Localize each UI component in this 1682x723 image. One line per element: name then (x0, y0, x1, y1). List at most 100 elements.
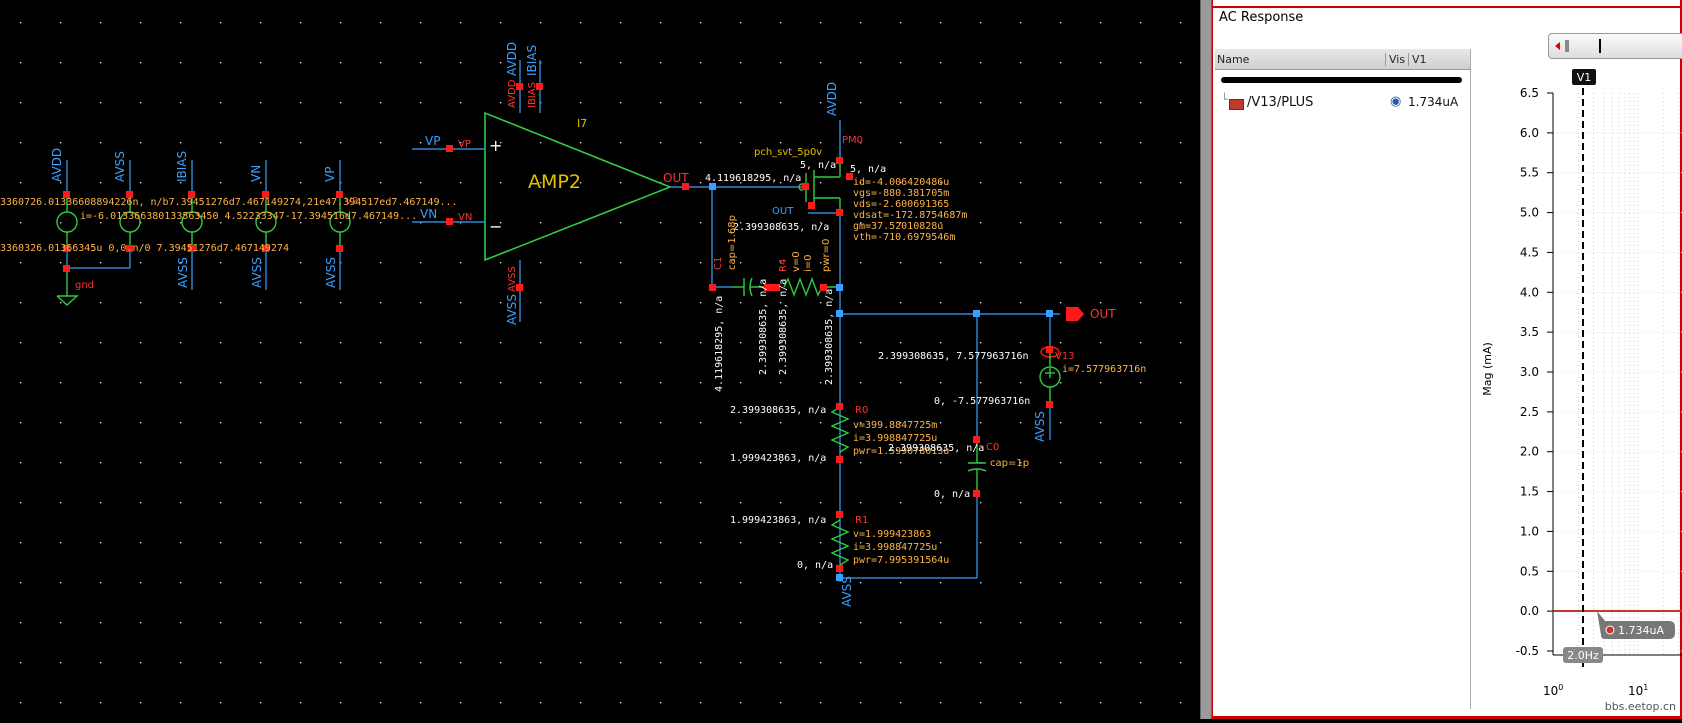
grid-dot (20, 102, 22, 104)
grid-dot (260, 142, 262, 144)
grid-dot (140, 142, 142, 144)
vlabel-1: 4.119618295, n/a (714, 296, 725, 392)
svg-text:100: 100 (1543, 683, 1563, 698)
grid-dot (620, 502, 622, 504)
grid-dot (940, 702, 942, 704)
grid-dot (260, 222, 262, 224)
marker-scroll-control[interactable] (1548, 33, 1682, 59)
grid-dot (1100, 22, 1102, 24)
pane-splitter[interactable] (1200, 0, 1212, 719)
grid-dot (180, 142, 182, 144)
left-bottom-avss-2: AVSS (250, 257, 264, 288)
grid-dot (820, 222, 822, 224)
grid-dot (580, 622, 582, 624)
grid-dot (820, 22, 822, 24)
col-name-header[interactable]: Name (1217, 53, 1250, 66)
grid-dot (820, 542, 822, 544)
grid-dot (700, 302, 702, 304)
grid-dot (740, 182, 742, 184)
grid-dot (180, 182, 182, 184)
signal-color-swatch[interactable] (1229, 99, 1244, 110)
resistor-r0[interactable] (830, 406, 850, 453)
grid-dot (100, 102, 102, 104)
waveform-panel[interactable]: AC Response Name Vis V1 └ /V13/PLUS ◉ 1.… (1212, 0, 1682, 719)
y-tick-label: 2.5 (1520, 405, 1539, 419)
signal-table-header: Name Vis V1 (1215, 49, 1470, 70)
grid-dot (420, 542, 422, 544)
grid-dot (180, 382, 182, 384)
amp2-opamp[interactable]: AMP2 I7 + − VP VN OUT AVDD IBIAS AVSS VP… (412, 42, 712, 325)
x-grid (1552, 93, 1680, 655)
grid-dot (780, 302, 782, 304)
grid-dot (780, 662, 782, 664)
scroll-left-arrow-icon[interactable] (1555, 42, 1560, 50)
r0-name: R0 (855, 405, 868, 416)
grid-dot (700, 502, 702, 504)
svg-text:id=-4.006420486u: id=-4.006420486u (853, 177, 949, 188)
grid-dot (140, 582, 142, 584)
grid-dot (860, 382, 862, 384)
grid-dot (940, 302, 942, 304)
grid-dot (60, 342, 62, 344)
grid-dot (540, 422, 542, 424)
signal-table[interactable]: Name Vis V1 └ /V13/PLUS ◉ 1.734uA (1215, 49, 1471, 709)
grid-dot (100, 22, 102, 24)
grid-dot (980, 142, 982, 144)
grid-dot (980, 382, 982, 384)
svg-text:gm=37.52010828u: gm=37.52010828u (853, 221, 943, 232)
schematic-grid (20, 22, 1182, 704)
bottom-net-avss: AVSS (840, 576, 854, 607)
col-v1-header[interactable]: V1 (1408, 53, 1427, 66)
grid-dot (1180, 62, 1182, 64)
grid-dot (900, 102, 902, 104)
grid-dot (980, 22, 982, 24)
grid-dot (60, 102, 62, 104)
amp2-pin-out: OUT (663, 171, 689, 185)
amp2-pin-ibias: IBIAS (527, 82, 538, 108)
grid-dot (620, 22, 622, 24)
vlabel-4: 2.399308635, n/a (824, 289, 835, 385)
grid-dot (940, 542, 942, 544)
grid-dot (380, 702, 382, 704)
waveform-title: AC Response (1219, 10, 1304, 25)
pmos-node-drain: 2.399308635, n/a (733, 222, 829, 233)
v13-node-top: 2.399308635, 7.577963716n (878, 351, 1029, 362)
grid-dot (780, 22, 782, 24)
signal-row[interactable]: └ /V13/PLUS ◉ 1.734uA (1215, 93, 1470, 113)
scroll-thumb-icon[interactable] (1565, 40, 1569, 52)
grid-dot (460, 662, 462, 664)
grid-dot (420, 22, 422, 24)
out-pin-arrow[interactable] (1066, 307, 1084, 321)
r4-name: R4 (778, 259, 789, 272)
grid-dot (540, 502, 542, 504)
grid-dot (1140, 342, 1142, 344)
grid-dot (100, 662, 102, 664)
grid-dot (20, 182, 22, 184)
left-sources[interactable]: gnd AVDD AVSS IBIAS VN VP AVSS (0, 148, 458, 306)
grid-dot (900, 622, 902, 624)
grid-dot (500, 62, 502, 64)
output-network[interactable]: PM0 pch_svt_5p0v AVDD 4.119618295, n/a 5… (705, 82, 1146, 607)
grid-dot (620, 422, 622, 424)
grid-dot (300, 542, 302, 544)
grid-dot (660, 502, 662, 504)
grid-dot (100, 382, 102, 384)
grid-dot (660, 222, 662, 224)
schematic-canvas[interactable]: gnd AVDD AVSS IBIAS VN VP AVSS (0, 0, 1200, 719)
grid-dot (180, 342, 182, 344)
grid-dot (1020, 102, 1022, 104)
grid-dot (260, 662, 262, 664)
grid-dot (540, 22, 542, 24)
grid-dot (380, 222, 382, 224)
marker-v1-flag[interactable]: V1 (1572, 69, 1596, 85)
resistor-r1[interactable] (830, 519, 850, 566)
grid-dot (260, 702, 262, 704)
signal-name: /V13/PLUS (1247, 95, 1314, 110)
grid-dot (460, 622, 462, 624)
visibility-eye-icon[interactable]: ◉ (1390, 94, 1402, 109)
col-vis-header[interactable]: Vis (1385, 53, 1405, 66)
grid-dot (900, 582, 902, 584)
grid-dot (420, 422, 422, 424)
grid-dot (540, 182, 542, 184)
